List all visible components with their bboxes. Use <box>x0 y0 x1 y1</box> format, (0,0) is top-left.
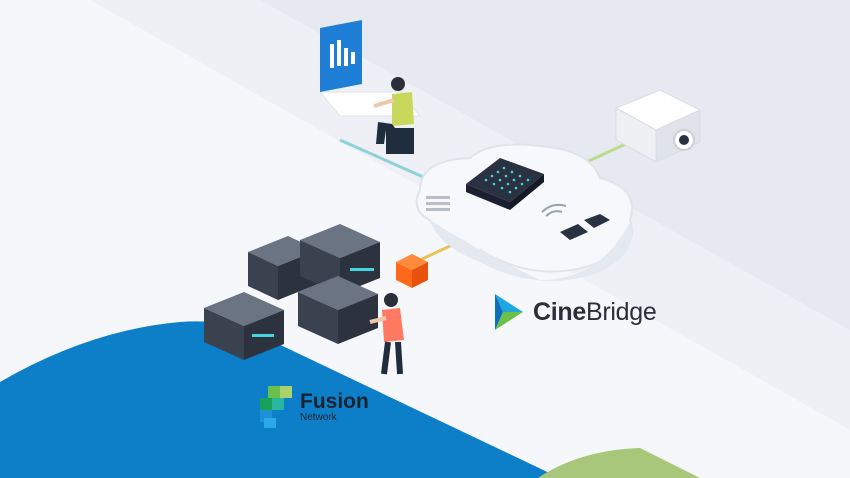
cinebridge-logo: CineBridge <box>493 292 657 332</box>
chip-icon <box>466 158 544 210</box>
green-region <box>538 448 700 478</box>
link-laptop-cloud <box>339 138 431 182</box>
fusion-logo-icon <box>260 386 292 428</box>
server-rack-icon <box>204 224 380 360</box>
cube-node-icon <box>396 254 428 288</box>
wifi-icon <box>541 203 567 217</box>
person-at-servers <box>369 293 404 375</box>
fusion-subtitle: Network <box>300 412 337 423</box>
cinebridge-logo-icon <box>495 294 523 330</box>
cloud-icon <box>415 143 633 281</box>
projector-icon <box>614 89 702 163</box>
cinebridge-wordmark: CineBridge <box>533 297 657 326</box>
fusion-name: Fusion <box>300 390 369 413</box>
person-at-laptop <box>373 77 414 154</box>
fusion-network-logo: Fusion Network <box>258 384 369 430</box>
